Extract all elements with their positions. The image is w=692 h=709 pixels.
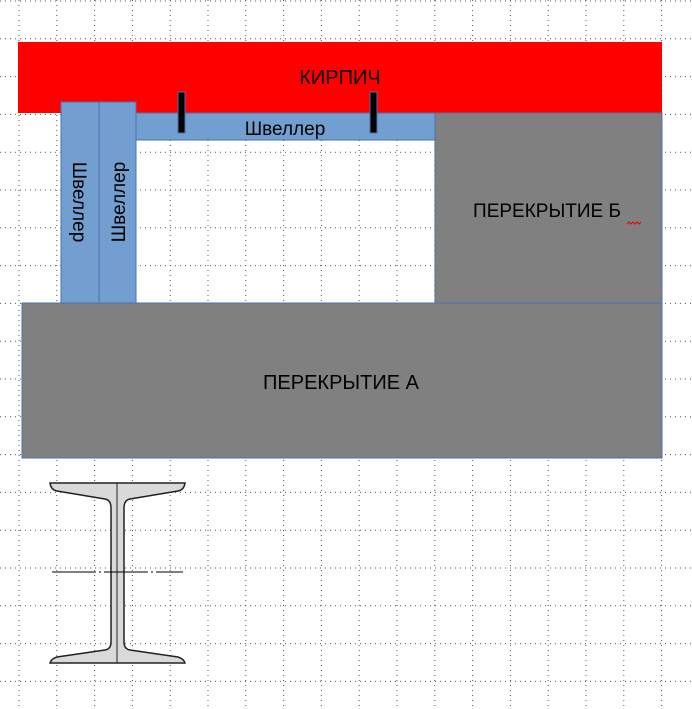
slab-b-label: ПЕРЕКРЫТИЕ Б: [473, 201, 621, 222]
channel-horizontal-label: Швеллер: [245, 119, 326, 140]
spellcheck-squiggle: [626, 221, 642, 225]
channel-vertical-right-label: Швеллер: [109, 162, 130, 243]
bolt-left: [177, 91, 186, 134]
brick-wall: [18, 42, 662, 113]
slab-a: [21, 302, 663, 459]
i-beam-section: [49, 482, 186, 664]
slab-a-label: ПЕРЕКРЫТИЕ А: [263, 372, 420, 394]
channel-vertical-left-label: Швеллер: [68, 162, 89, 243]
channel-vertical-right: [98, 101, 137, 304]
bolt-right: [369, 91, 378, 134]
slab-b: [434, 112, 663, 304]
brick-label: КИРПИЧ: [299, 67, 380, 89]
